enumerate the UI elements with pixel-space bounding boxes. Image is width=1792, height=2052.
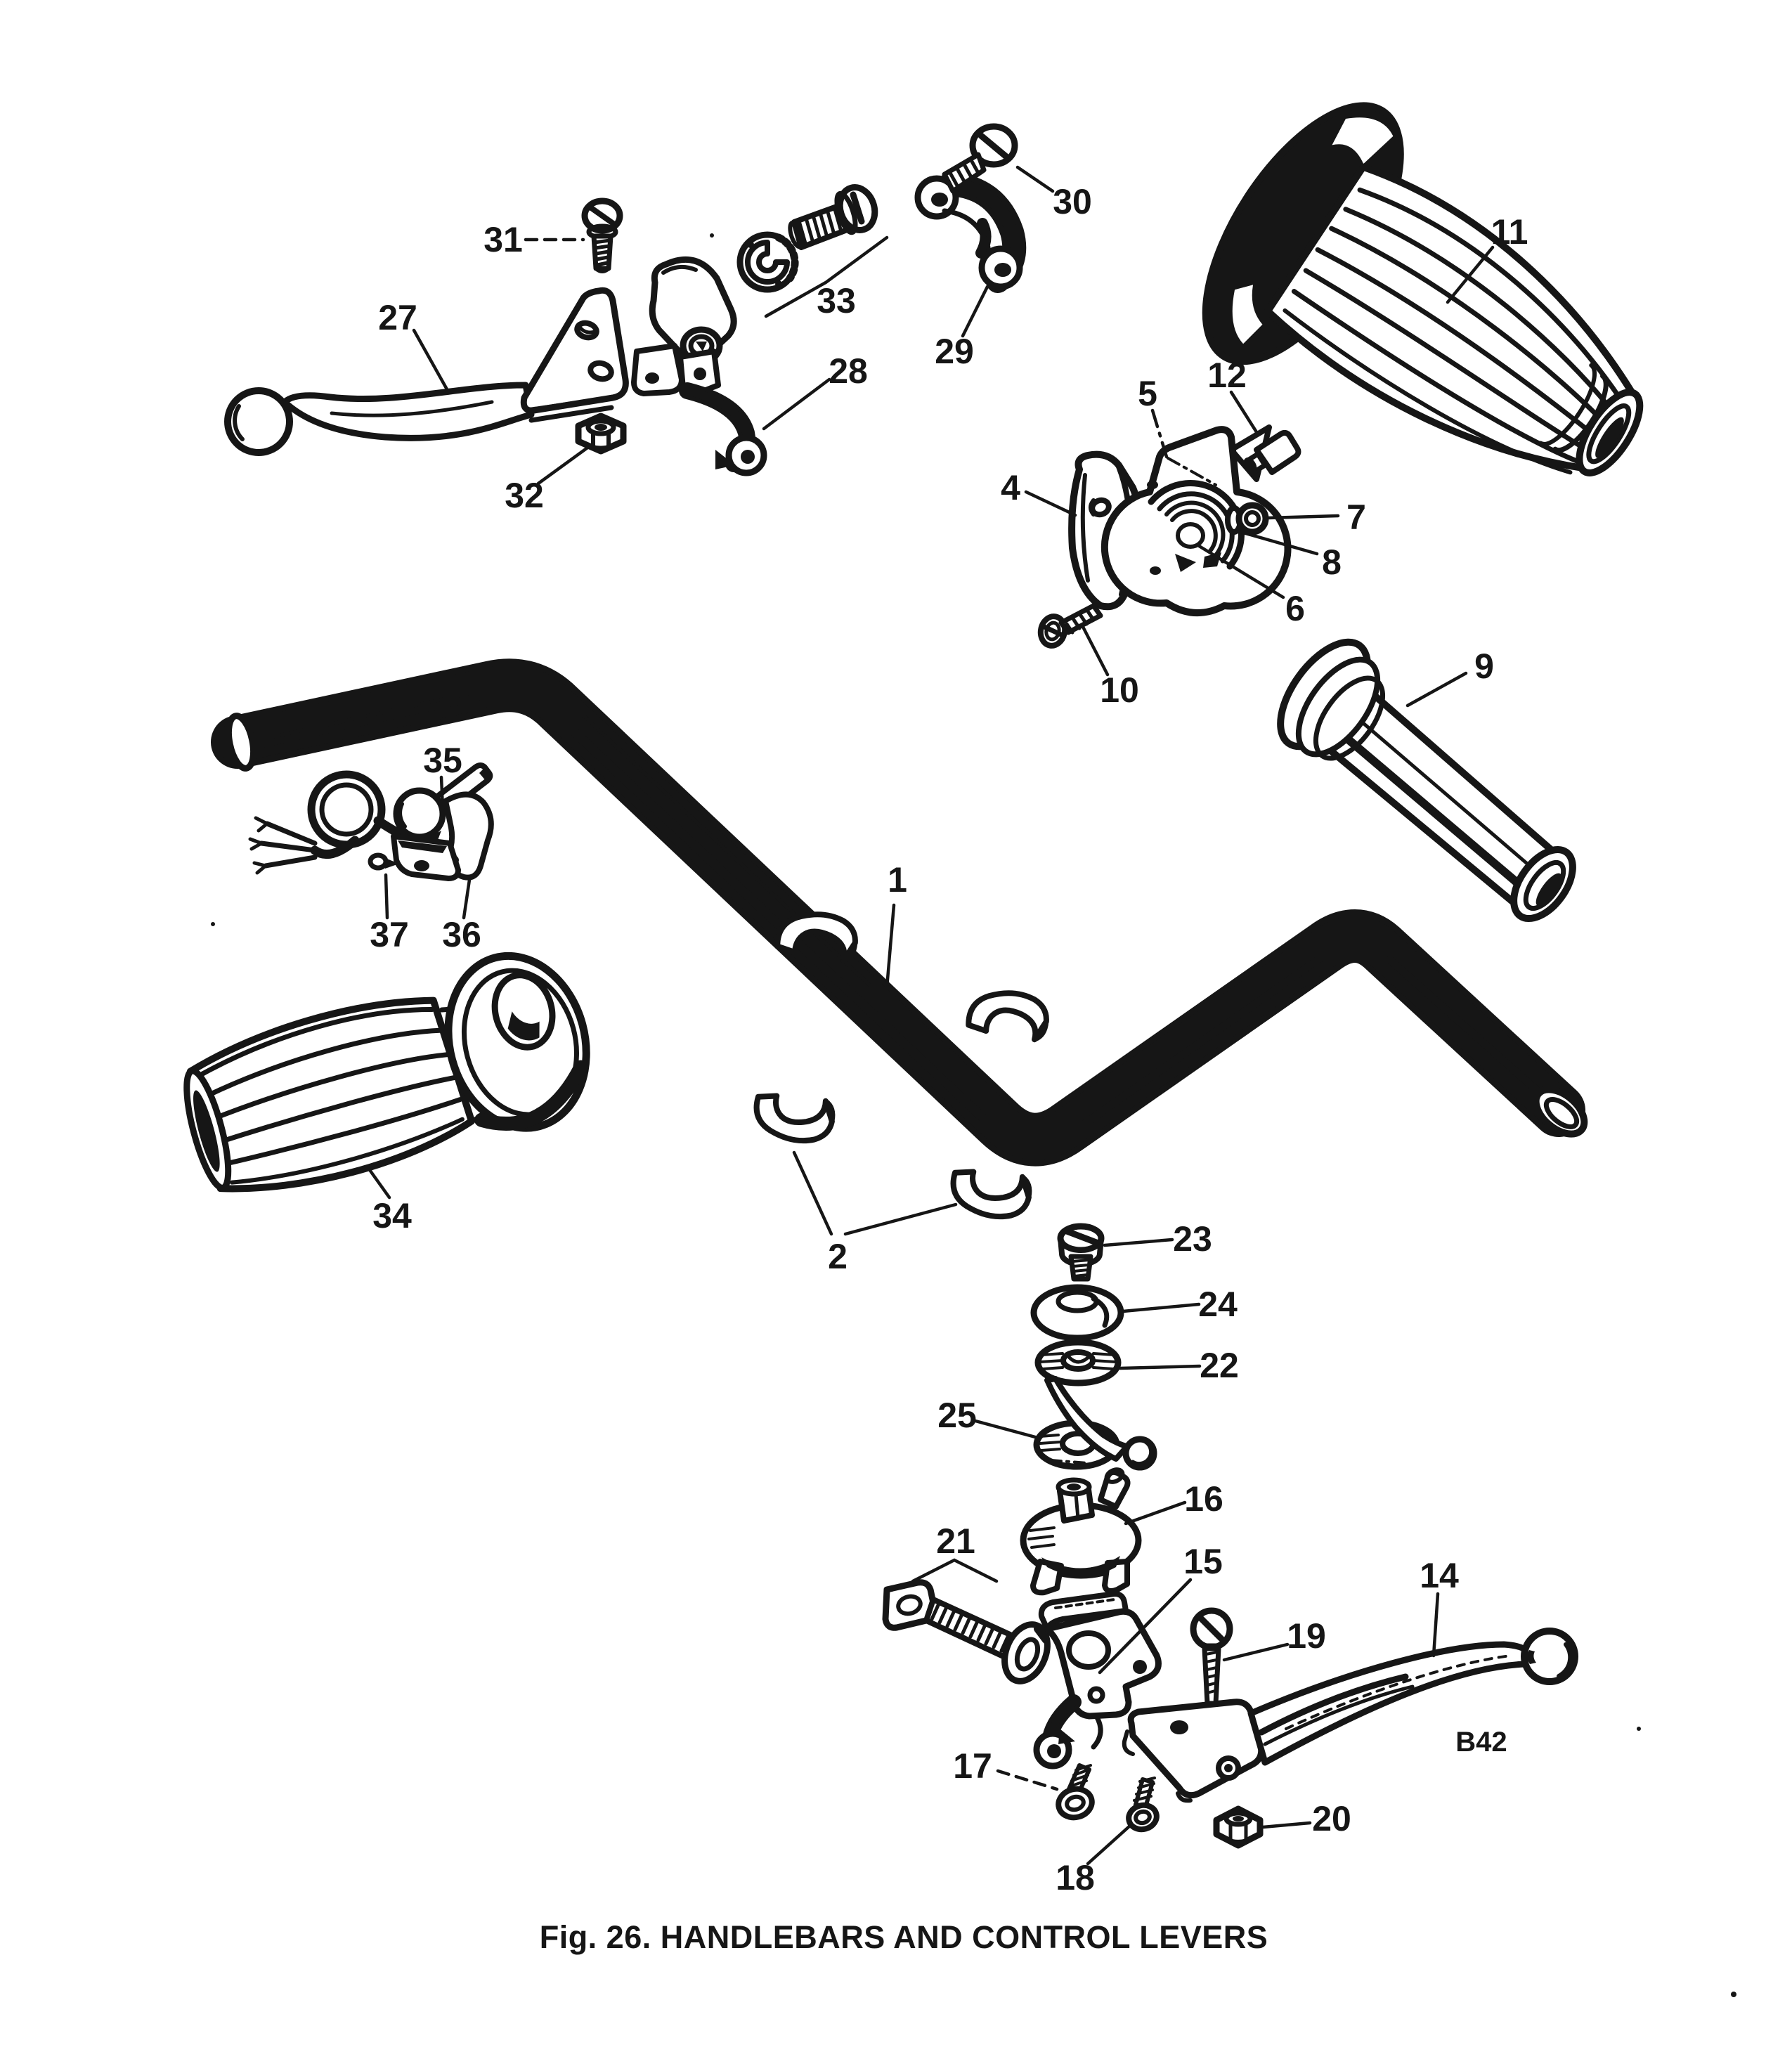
part-label-23: 23 <box>1173 1219 1212 1259</box>
part-label-31: 31 <box>483 220 523 259</box>
leader-line-17 <box>996 1769 1059 1791</box>
leader-line-25 <box>973 1419 1040 1440</box>
leader-line-9 <box>1405 671 1468 708</box>
part-label-5: 5 <box>1138 374 1157 413</box>
leader-line-29 <box>961 285 989 338</box>
part-label-19: 19 <box>1287 1616 1326 1656</box>
clutch-lever-bracket <box>631 256 767 476</box>
air-lever-stack <box>1020 1223 1157 1596</box>
part-label-29: 29 <box>935 332 974 371</box>
leader-line-7 <box>1266 514 1340 520</box>
leader-line-1 <box>882 903 896 1022</box>
lever-nut <box>575 413 627 455</box>
part-label-16: 16 <box>1184 1479 1223 1519</box>
leader-line-34 <box>366 1166 391 1200</box>
part-label-35: 35 <box>423 741 462 780</box>
part-label-7: 7 <box>1346 498 1366 537</box>
leader-line-8 <box>1236 529 1319 556</box>
part-label-2: 2 <box>828 1237 848 1276</box>
part-label-17: 17 <box>953 1746 992 1786</box>
leader-line-33 <box>764 235 889 318</box>
left-grip <box>183 952 590 1193</box>
right-grip <box>1202 102 1644 476</box>
clamp-screw <box>942 123 1018 194</box>
part-label-33: 33 <box>817 281 856 320</box>
part-label-21: 21 <box>936 1521 975 1561</box>
leader-line-22 <box>1118 1364 1202 1370</box>
clamp-screw-rear <box>1126 1777 1160 1833</box>
leader-line-15 <box>1098 1578 1193 1675</box>
part-label-18: 18 <box>1056 1858 1095 1897</box>
part-label-37: 37 <box>370 915 409 954</box>
clamp-screw-front <box>1056 1763 1095 1821</box>
leader-line-2 <box>792 1150 833 1236</box>
twist-grip-clamp <box>1037 424 1301 649</box>
leader-line-19 <box>1222 1642 1290 1662</box>
part-label-20: 20 <box>1312 1799 1351 1838</box>
leader-line-20 <box>1261 1821 1312 1829</box>
leader-line-14 <box>1431 1592 1440 1658</box>
figure-caption: Fig. 26. HANDLEBARS AND CONTROL LEVERS <box>540 1919 1268 1955</box>
fulcrum-bolt-assembly <box>736 184 878 293</box>
handlebar-clip <box>753 1094 834 1144</box>
part-label-10: 10 <box>1100 670 1139 710</box>
bracket-screw <box>1190 1607 1233 1706</box>
part-label-32: 32 <box>505 476 544 515</box>
handlebar-clip <box>968 986 1051 1041</box>
leader-line-36 <box>462 878 472 920</box>
part-label-22: 22 <box>1200 1346 1239 1385</box>
callout-layer: 1245678910111214151617181920212223242527… <box>366 165 1528 1897</box>
leader-line-23 <box>1103 1238 1174 1247</box>
leader-line-12 <box>1229 390 1260 436</box>
leader-line-32 <box>536 442 595 486</box>
part-label-25: 25 <box>937 1396 977 1435</box>
part-label-28: 28 <box>829 351 868 391</box>
leader-line-18 <box>1086 1824 1132 1866</box>
part-label-8: 8 <box>1322 543 1342 582</box>
leader-line-21 <box>911 1558 999 1583</box>
part-label-36: 36 <box>442 915 481 954</box>
page-specks <box>211 233 1736 1997</box>
part-label-11: 11 <box>1491 212 1528 252</box>
dip-switch <box>248 762 494 881</box>
part-label-30: 30 <box>1053 182 1092 221</box>
brake-lever-bracket <box>1033 1591 1162 1769</box>
leader-line-28 <box>762 377 831 431</box>
leader-line-10 <box>1081 625 1110 677</box>
fulcrum-nut <box>1213 1805 1264 1849</box>
leader-line-6 <box>1195 543 1285 599</box>
handlebar-clip <box>950 1170 1031 1220</box>
leader-line-27 <box>412 328 449 391</box>
part-label-27: 27 <box>378 298 417 337</box>
part-label-12: 12 <box>1207 356 1247 395</box>
part-label-14: 14 <box>1420 1556 1459 1595</box>
part-label-6: 6 <box>1285 589 1305 628</box>
leader-line-35 <box>439 775 445 810</box>
leader-line-4 <box>1024 490 1077 517</box>
leader-line-16 <box>1124 1500 1187 1526</box>
handlebar-clamp <box>914 172 1027 293</box>
leader-line-2 <box>843 1202 958 1236</box>
part-label-9: 9 <box>1474 647 1494 686</box>
leader-line-5 <box>1150 408 1169 459</box>
part-label-1: 1 <box>888 860 907 900</box>
handlebar-tube <box>211 658 1588 1167</box>
lever-pivot-screw <box>581 197 623 273</box>
front-brake-lever <box>224 287 629 456</box>
leader-line-37 <box>384 873 389 920</box>
drawing-code: B42 <box>1455 1727 1507 1758</box>
throttle-tube <box>1277 638 1576 923</box>
part-label-34: 34 <box>372 1196 412 1235</box>
leader-line-11 <box>1446 245 1495 304</box>
leader-line-30 <box>1015 165 1055 193</box>
part-label-24: 24 <box>1198 1285 1238 1324</box>
part-label-15: 15 <box>1183 1542 1223 1581</box>
lever-fulcrum-bolt <box>882 1579 1051 1684</box>
clutch-lever <box>1122 1628 1578 1803</box>
part-label-4: 4 <box>1001 468 1020 507</box>
leader-line-24 <box>1121 1302 1201 1313</box>
